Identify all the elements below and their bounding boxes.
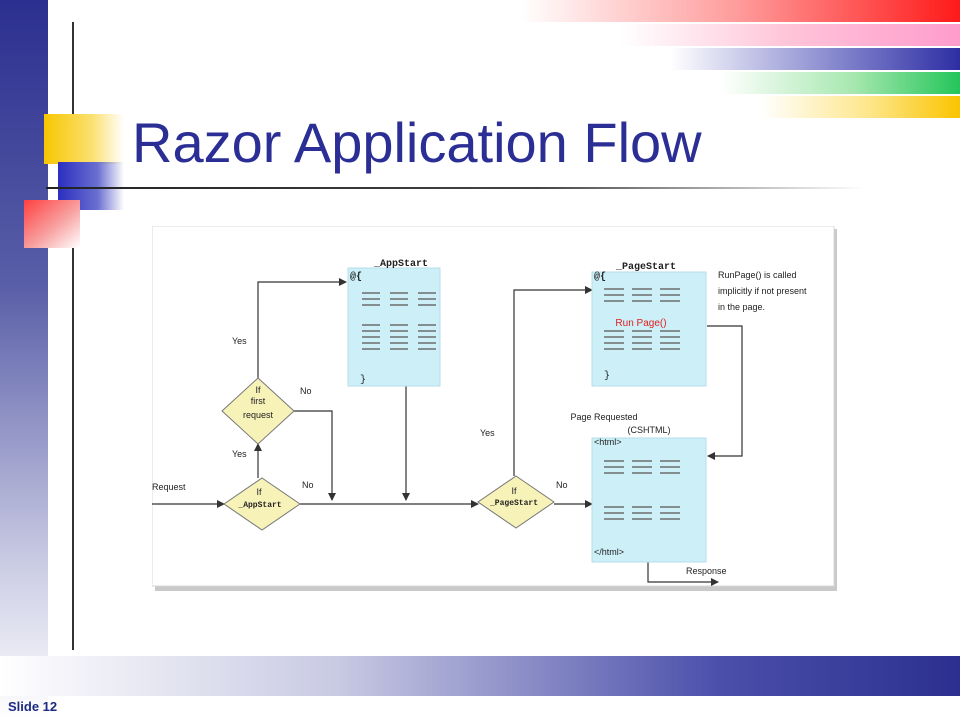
decision-first-request-line2: first <box>251 396 266 406</box>
page-requested-line2: (CSHTML) <box>628 425 671 435</box>
yellow-stripe <box>760 96 960 118</box>
decision-first-request-line1: If <box>255 385 261 395</box>
red-stripe <box>520 0 960 22</box>
pink-stripe <box>620 24 960 46</box>
pagestart-title: _PageStart <box>615 262 676 273</box>
no-label-pagestart: No <box>556 480 568 490</box>
decision-pagestart-line2: _PageStart <box>489 499 538 508</box>
yes-to-pagestart-arrow <box>513 286 593 476</box>
appstart-close-brace: } <box>360 374 366 386</box>
runpage-note-line1: RunPage() is called <box>718 270 797 280</box>
decision-pagestart-line1: If <box>511 486 517 496</box>
appstart-open-brace: @{ <box>350 271 362 283</box>
page-requested-line1: Page Requested <box>570 412 637 422</box>
yes-label-pagestart: Yes <box>480 428 495 438</box>
appstart-title: _AppStart <box>373 259 428 270</box>
runpage-note-line3: in the page. <box>718 302 765 312</box>
response-arrow <box>647 562 719 586</box>
left-gradient-band <box>0 0 48 720</box>
yes-to-appstart-arrow <box>257 278 347 378</box>
red-accent-square <box>24 200 80 248</box>
flow-connectors <box>152 278 743 586</box>
decision-first-request-line3: request <box>243 410 274 420</box>
title-underline <box>46 187 866 189</box>
no-label-appstart: No <box>302 480 314 490</box>
pagestart-close-brace: } <box>604 370 610 382</box>
decision-appstart-shape <box>223 477 301 531</box>
pagestart-to-page-arrow <box>707 325 743 460</box>
no-first-request-arrow <box>288 410 336 501</box>
blue-stripe <box>670 48 960 70</box>
slide-title: Razor Application Flow <box>132 111 702 174</box>
decision-pagestart-shape <box>477 475 555 529</box>
footer-gradient-bar <box>0 656 960 696</box>
yes-label-first-request: Yes <box>232 336 247 346</box>
vertical-rule <box>72 22 74 650</box>
slide-number: Slide 12 <box>8 699 58 714</box>
decision-appstart-line1: If <box>256 487 262 497</box>
appstart-code-box <box>347 267 441 387</box>
decision-appstart-line2: _AppStart <box>237 501 281 510</box>
yellow-accent-square <box>44 114 124 164</box>
run-page-call: Run Page() <box>615 318 666 329</box>
pagestart-code-box <box>591 271 707 387</box>
yes-label-appstart: Yes <box>232 449 247 459</box>
razor-flow-diagram: If _AppStart If first request If _PageSt… <box>152 226 837 591</box>
pagestart-open-brace: @{ <box>594 271 606 283</box>
request-label: Request <box>152 482 186 492</box>
runpage-note-line2: implicitly if not present <box>718 286 807 296</box>
no-label-first-request: No <box>300 386 312 396</box>
html-close-tag: </html> <box>594 547 624 557</box>
response-label: Response <box>686 566 727 576</box>
decision-first-request-shape <box>221 377 295 445</box>
code-line-glyphs <box>362 288 680 520</box>
html-open-tag: <html> <box>594 437 622 447</box>
green-stripe <box>720 72 960 94</box>
page-code-box <box>591 437 707 563</box>
